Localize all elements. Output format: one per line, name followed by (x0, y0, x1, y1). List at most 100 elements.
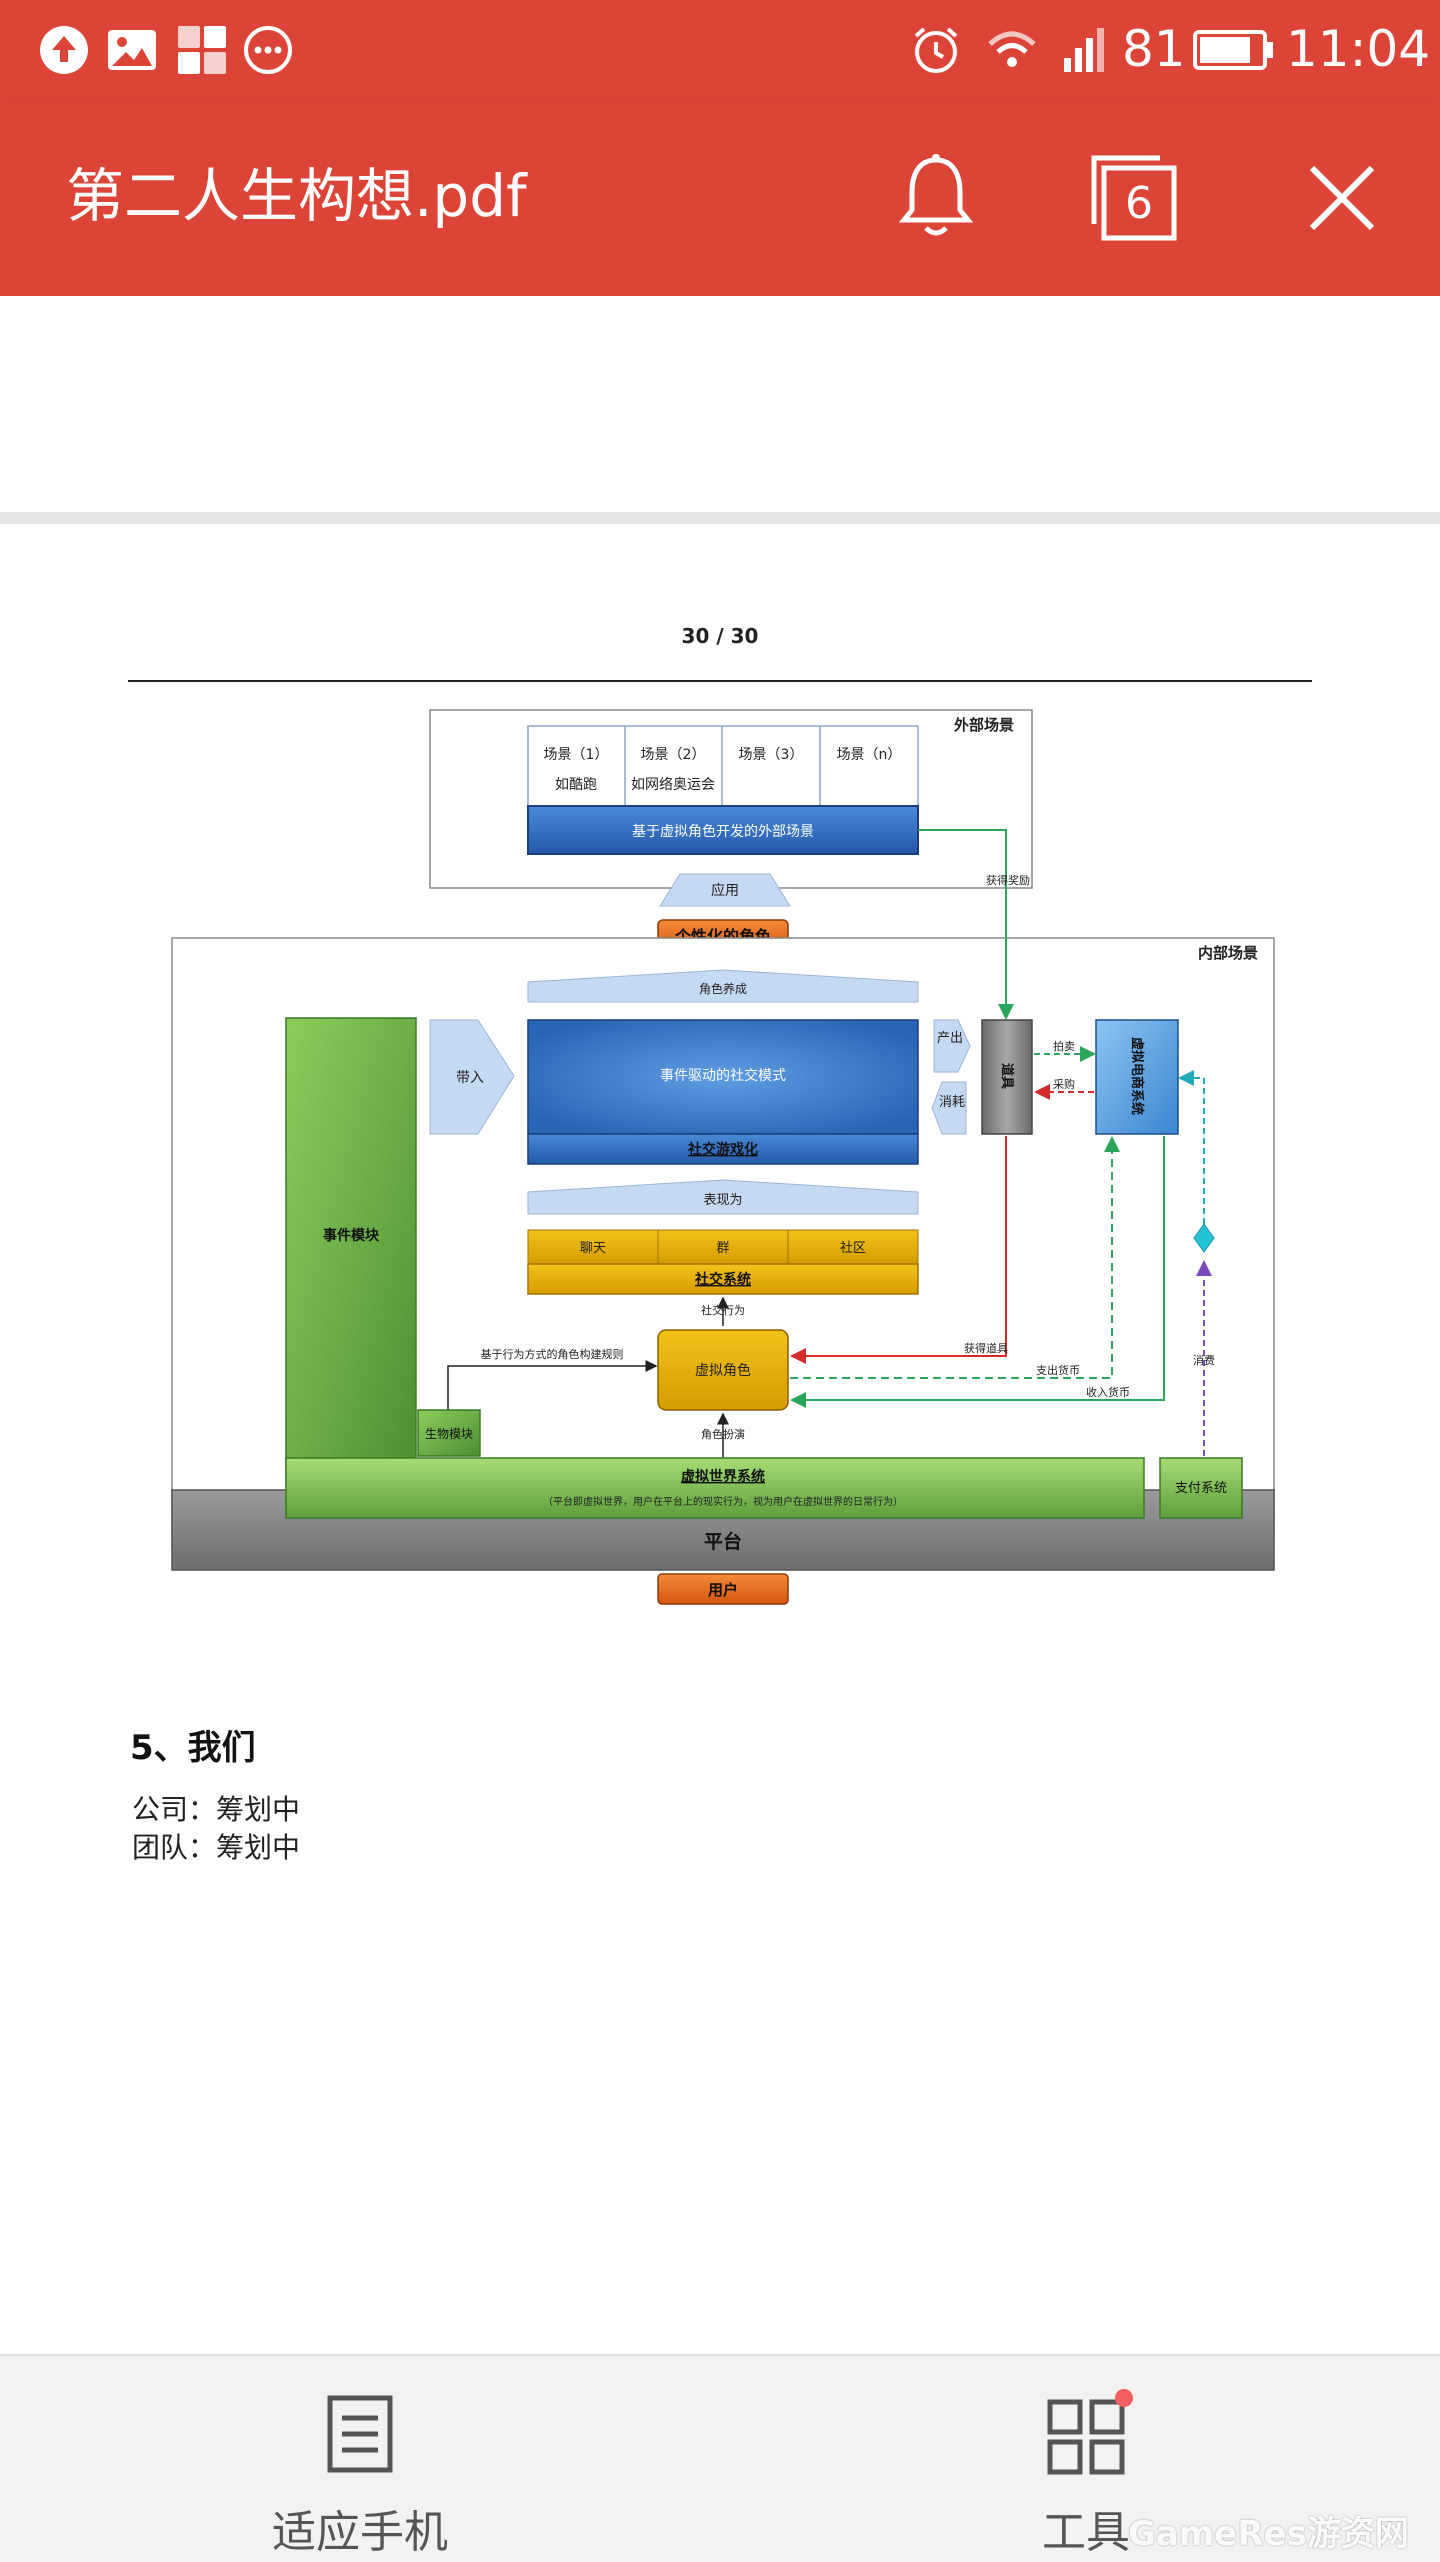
consume-shape (931, 1081, 967, 1135)
scene-cell-2: 场景（2） (641, 747, 706, 763)
apply-shape (659, 873, 791, 907)
item-label: 道具 (999, 1063, 1015, 1089)
tabs-button[interactable]: 6 (1090, 154, 1178, 242)
external-scene-title: 外部场景 (953, 716, 1014, 734)
pay-currency-arrow (790, 1136, 1120, 1379)
social-system-label: 社交系统 (694, 1271, 751, 1288)
income-currency-arrow (790, 1136, 1165, 1408)
scene-example-1: 如酷跑 (555, 777, 597, 793)
virtual-role-box (657, 1329, 789, 1411)
bottom-toolbar: 适应手机 工具 GameRes游资网 (0, 2354, 1440, 2562)
page-number: 30 / 30 (681, 624, 759, 648)
produce-label: 产出 (937, 1031, 963, 1046)
company-line: 公司：筹划中 (132, 1793, 301, 1826)
social-item-group-label: 群 (716, 1241, 729, 1256)
bell-icon[interactable] (898, 152, 974, 240)
role-growth-shape (527, 969, 919, 1003)
watermark: GameRes游资网 (1128, 2514, 1409, 2554)
consumption-label: 消费 (1193, 1353, 1215, 1367)
role-play-label: 角色扮演 (701, 1427, 745, 1441)
tools-grid-icon (1047, 2399, 1125, 2475)
bio-module-box (417, 1409, 481, 1457)
virtual-role-label: 虚拟角色 (695, 1362, 751, 1379)
external-scene-bar-label: 基于虚拟角色开发的外部场景 (632, 823, 814, 840)
tools-button[interactable]: 工具 (886, 2356, 1286, 2562)
app-bar: 第二人生构想.pdf 6 (0, 100, 1440, 296)
scene-example-2: 如网络奥运会 (631, 776, 715, 793)
social-game-label: 社交游戏化 (687, 1141, 758, 1158)
social-game-bar (527, 1133, 919, 1165)
notification-dot-icon (1115, 2389, 1133, 2407)
event-module-box (285, 1017, 417, 1487)
header-rule (128, 680, 1312, 682)
internal-scene-title: 内部场景 (1198, 944, 1258, 962)
auction-label: 拍卖 (1053, 1039, 1075, 1053)
battery-icon (1193, 30, 1273, 70)
platform-label: 平台 (704, 1530, 742, 1553)
rule-label: 基于行为方式的角色构建规则 (481, 1347, 624, 1361)
shown-as-label: 表现为 (703, 1193, 742, 1208)
user-box (657, 1573, 789, 1605)
role-growth-label: 角色养成 (699, 981, 747, 996)
social-item-community (787, 1229, 919, 1265)
scene-cell-n: 场景（n） (837, 747, 902, 763)
more-icon (244, 26, 292, 74)
ecommerce-box (1095, 1019, 1179, 1135)
shown-as-shape (527, 1179, 919, 1215)
fit-phone-button[interactable]: 适应手机 (160, 2356, 560, 2562)
apply-label: 应用 (711, 882, 739, 899)
event-social-box (527, 1019, 919, 1135)
produce-shape (933, 1019, 971, 1073)
social-item-community-label: 社区 (840, 1240, 866, 1256)
document-title: 第二人生构想.pdf (66, 162, 527, 230)
bring-in-shape (429, 1019, 515, 1135)
close-icon[interactable] (1306, 162, 1378, 234)
event-module-label: 事件模块 (323, 1227, 380, 1244)
user-label: 用户 (708, 1581, 738, 1599)
page-separator (0, 512, 1440, 524)
pay-currency-label: 支出货币 (1036, 1363, 1080, 1377)
consume-label: 消耗 (939, 1095, 965, 1110)
signal-icon (1064, 28, 1104, 72)
purchase-label: 采购 (1053, 1077, 1075, 1091)
alarm-icon (914, 27, 958, 73)
pay-system-box (1159, 1457, 1243, 1519)
pay-system-label: 支付系统 (1175, 1481, 1227, 1496)
social-system-bar (527, 1263, 919, 1295)
fit-page-icon (327, 2395, 393, 2473)
reward-arrow (918, 829, 1014, 1020)
upload-icon (40, 26, 88, 74)
status-bar: 81 11:04 (0, 0, 1440, 100)
scene-cell-3: 场景（3） (739, 747, 804, 763)
bring-in-label: 带入 (456, 1070, 484, 1086)
scene-table: 场景（1） 场景（2） 场景（3） 场景（n） 如酷跑 如网络奥运会 (527, 725, 919, 807)
social-item-chat-label: 聊天 (580, 1241, 606, 1256)
apps-icon (178, 26, 226, 74)
external-scene-bar (527, 805, 919, 855)
image-icon (108, 30, 156, 70)
social-behavior-label: 社交行为 (701, 1303, 745, 1317)
reward-label: 获得奖励 (986, 873, 1030, 887)
pdf-page[interactable]: 30 / 30 (0, 524, 1440, 2354)
get-item-label: 获得道具 (964, 1341, 1008, 1355)
team-line: 团队：筹划中 (132, 1831, 301, 1864)
ecommerce-label: 虚拟电商系统 (1129, 1037, 1145, 1115)
event-social-label: 事件驱动的社交模式 (660, 1067, 786, 1084)
item-box (981, 1019, 1033, 1135)
decision-diamond (1193, 1223, 1215, 1253)
income-currency-label: 收入货币 (1086, 1385, 1130, 1399)
rule-arrow (447, 1360, 658, 1410)
previous-page-tail (0, 296, 1440, 512)
tools-label: 工具 (1042, 2507, 1130, 2558)
section-heading: 5、我们 (130, 1728, 256, 1768)
world-system-bar (285, 1457, 1145, 1519)
recharge-arrow (1178, 1070, 1205, 1224)
status-clock: 11:04 (1286, 20, 1431, 78)
bio-module-label: 生物模块 (425, 1427, 473, 1441)
fit-phone-label: 适应手机 (272, 2507, 448, 2558)
wifi-icon (988, 31, 1036, 67)
battery-percent: 81 (1122, 20, 1186, 78)
tab-count: 6 (1125, 178, 1153, 229)
world-system-label: 虚拟世界系统 (681, 1468, 765, 1485)
architecture-diagram: 外部场景 场景（1） 场景（2） 场景（3） 场景（n） 如酷跑 如网络奥运会 … (171, 709, 1275, 1605)
